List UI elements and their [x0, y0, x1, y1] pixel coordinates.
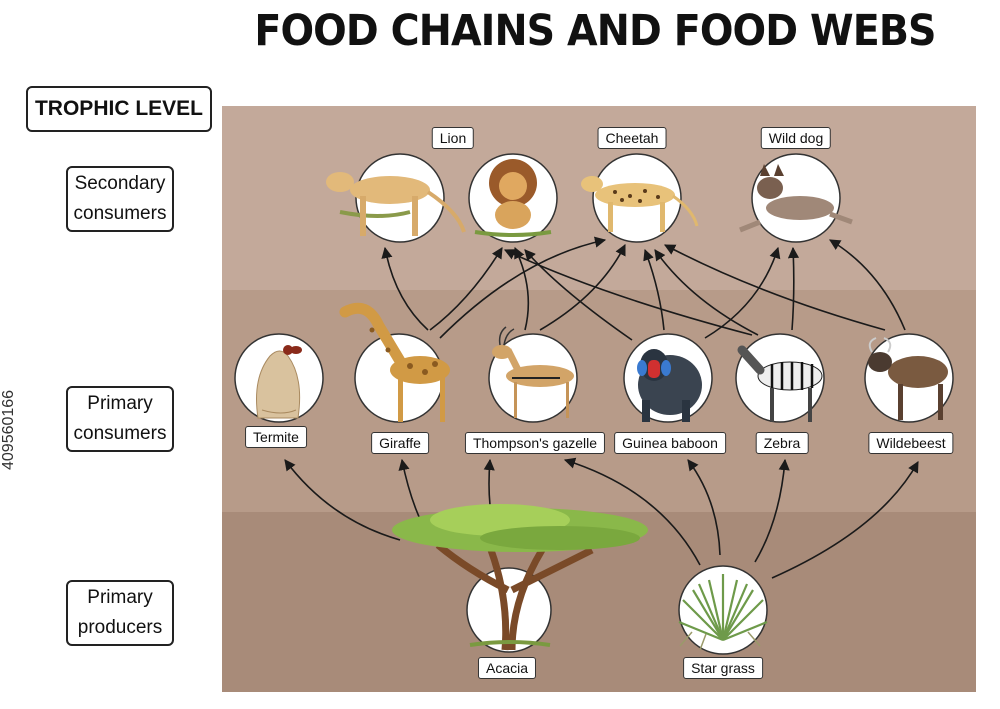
- cheetah-icon: [581, 153, 699, 243]
- level-secondary-line2: consumers: [73, 203, 167, 224]
- label-gazelle: Thompson's gazelle: [464, 432, 606, 454]
- arrow-zebra-to-wilddog: [787, 246, 800, 331]
- wild-dog-icon: [739, 153, 853, 243]
- label-baboon: Guinea baboon: [614, 432, 726, 454]
- label-giraffe: Giraffe: [371, 432, 429, 454]
- arrow-stargrass-to-baboon: [687, 459, 721, 556]
- primary-consumers-band: [222, 290, 976, 512]
- arrow-baboon-to-wilddog: [704, 246, 781, 339]
- label-zebra: Zebra: [755, 432, 809, 454]
- baboon-icon: [623, 333, 713, 423]
- arrow-stargrass-to-wildebeest: [771, 461, 919, 579]
- label-cheetah: Cheetah: [597, 127, 667, 149]
- arrow-stargrass-to-gazelle: [563, 457, 701, 566]
- star-grass-icon: [678, 565, 768, 655]
- level-primary-producers: Primary producers: [66, 580, 174, 646]
- arrow-wildebeest-to-cheetah: [664, 244, 886, 331]
- arrow-wildebeest-to-wilddog: [829, 239, 906, 331]
- arrow-acacia-to-termite: [284, 459, 401, 541]
- arrow-stargrass-to-zebra: [754, 458, 790, 563]
- level-primary-line2: consumers: [73, 423, 167, 444]
- wildebeest-icon: [864, 333, 954, 423]
- arrow-acacia-to-gazelle: [483, 458, 495, 506]
- stock-id-watermark: 409560166: [0, 389, 17, 470]
- level-producers-line2: producers: [77, 617, 163, 638]
- label-wildebeest: Wildebeest: [868, 432, 954, 454]
- arrow-giraffe-to-lion: [429, 247, 503, 331]
- label-star-grass: Star grass: [683, 657, 763, 679]
- level-primary-consumers: Primary consumers: [66, 386, 174, 452]
- lioness-icon: [326, 153, 466, 243]
- label-wild-dog: Wild dog: [760, 127, 832, 149]
- arrow-zebra-to-lion: [503, 249, 753, 336]
- arrow-zebra-to-cheetah: [654, 249, 759, 336]
- label-acacia: Acacia: [477, 657, 537, 679]
- giraffe-icon: [339, 302, 450, 423]
- level-primary-line1: Primary: [87, 393, 153, 414]
- lion-icon: [468, 153, 558, 243]
- food-web-arrows: [284, 236, 919, 579]
- acacia-icon: [392, 504, 648, 653]
- arrow-baboon-to-lion: [524, 249, 633, 341]
- trophic-level-header: TROPHIC LEVEL: [26, 86, 212, 132]
- zebra-icon: [735, 333, 825, 423]
- arrow-baboon-to-cheetah: [643, 248, 665, 331]
- label-termite: Termite: [245, 426, 307, 448]
- arrow-giraffe-to-lioness: [381, 246, 429, 331]
- label-lion: Lion: [431, 127, 475, 149]
- gazelle-icon: [488, 326, 578, 423]
- page-title: FOOD CHAINS AND FOOD WEBS: [254, 6, 936, 56]
- level-secondary-consumers: Secondary consumers: [66, 166, 174, 232]
- arrow-giraffe-to-cheetah: [439, 236, 607, 339]
- arrow-gazelle-to-cheetah: [539, 243, 626, 331]
- termite-icon: [234, 333, 324, 423]
- level-producers-line1: Primary: [87, 587, 153, 608]
- level-secondary-line1: Secondary: [74, 173, 166, 194]
